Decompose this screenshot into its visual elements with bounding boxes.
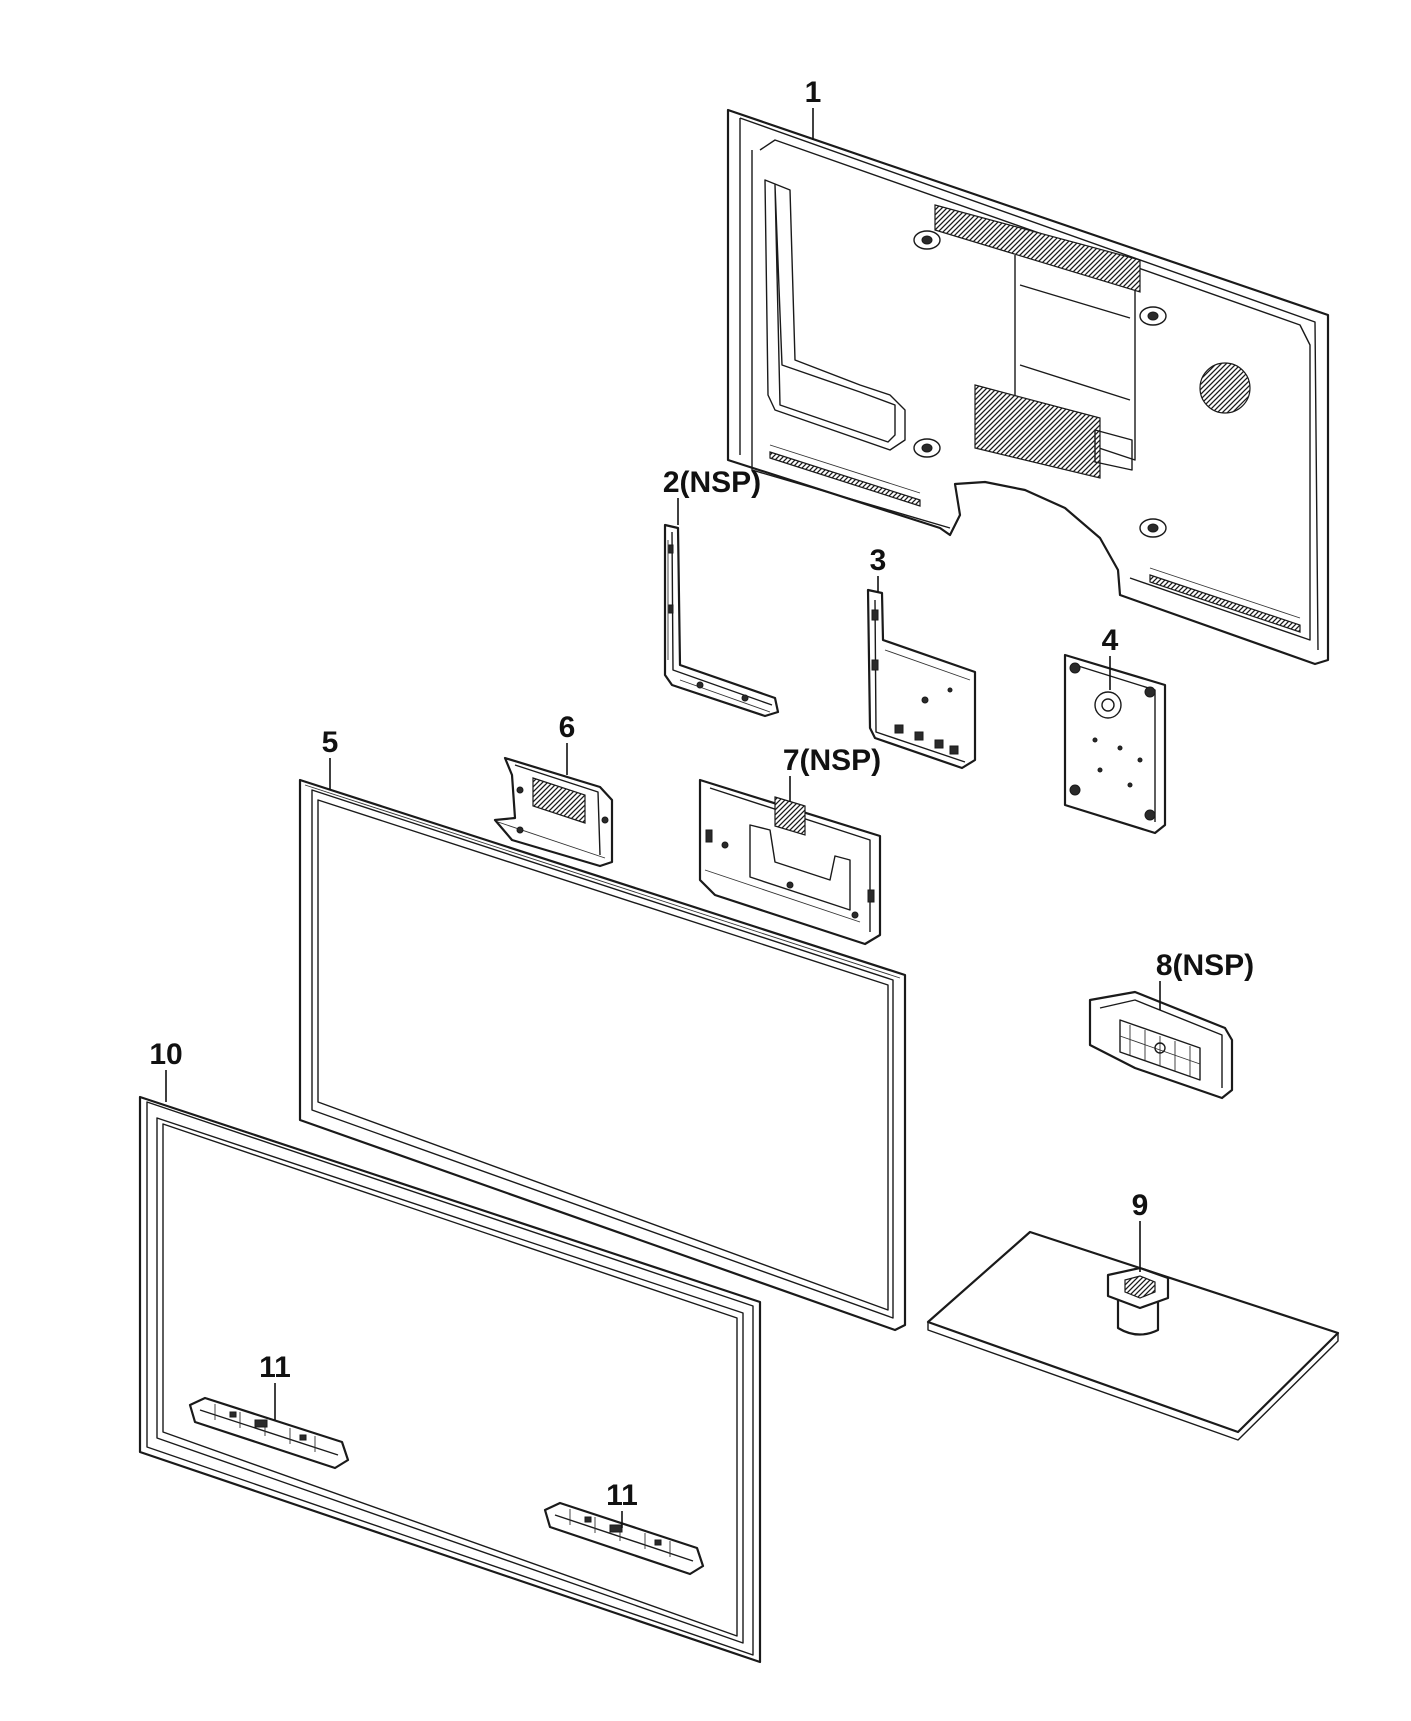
callout-7-label: 7(NSP): [783, 744, 881, 777]
callout-5-label: 5: [322, 726, 339, 759]
callout-5: 5: [322, 726, 339, 790]
power-board: [1063, 653, 1167, 835]
callout-9: 9: [1132, 1189, 1149, 1272]
callout-11a-label: 11: [259, 1351, 291, 1384]
speaker-left: [188, 1396, 350, 1470]
callout-1-label: 1: [805, 76, 822, 109]
small-bracket: [493, 756, 614, 868]
callout-7: 7(NSP): [783, 744, 881, 802]
side-bracket: [663, 523, 780, 718]
speaker-right: [543, 1501, 705, 1576]
callout-4: 4: [1102, 624, 1119, 690]
callout-8-label: 8(NSP): [1156, 949, 1254, 982]
lcd-panel: [298, 778, 907, 1332]
callout-9-label: 9: [1132, 1189, 1149, 1222]
callout-8: 8(NSP): [1156, 949, 1254, 1010]
callout-11a: 11: [259, 1351, 291, 1420]
rear-cover: [726, 108, 1330, 666]
callout-11b-label: 11: [606, 1479, 638, 1512]
callout-10-label: 10: [149, 1038, 182, 1071]
callout-1: 1: [805, 76, 822, 140]
mount-bracket: [698, 778, 882, 946]
stand-neck: [1088, 990, 1234, 1100]
stand-base: [926, 1230, 1340, 1441]
callout-6: 6: [559, 711, 576, 775]
callout-3-label: 3: [870, 544, 887, 577]
callout-4-label: 4: [1102, 624, 1119, 657]
callout-6-label: 6: [559, 711, 576, 744]
main-board: [866, 588, 977, 770]
callout-3: 3: [870, 544, 887, 592]
callout-2: 2(NSP): [663, 466, 761, 525]
callout-2-label: 2(NSP): [663, 466, 761, 499]
callout-10: 10: [149, 1038, 183, 1102]
callout-11b: 11: [606, 1479, 638, 1528]
